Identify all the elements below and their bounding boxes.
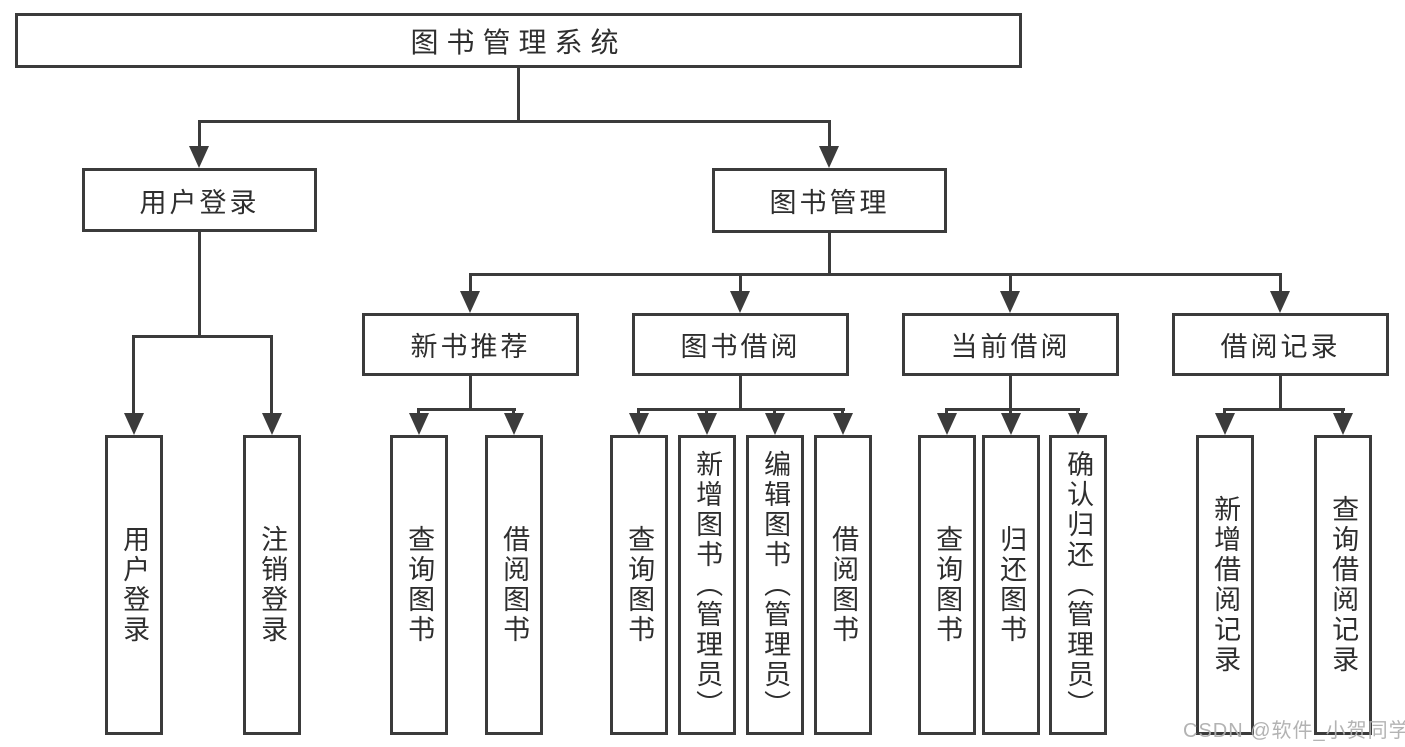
connector-user-login-leaf2-stem xyxy=(270,335,273,413)
connector-records-leaf1-stem xyxy=(1223,408,1226,413)
connector-to-current-stem xyxy=(1009,273,1012,291)
connector-current-leaf2-stem xyxy=(1009,408,1012,413)
connector-recommend-leaf2-stem xyxy=(512,408,515,413)
connector-current-stem xyxy=(1009,376,1012,408)
connector-borrowing-leaf1-stem xyxy=(637,408,640,413)
leaf-records-add-borrow-record: 新增借阅记录 xyxy=(1196,435,1254,735)
arrow-down-borrowing-borrow xyxy=(833,413,853,435)
leaf-records-query-borrow-record: 查询借阅记录 xyxy=(1314,435,1372,735)
arrow-down-book-mgmt xyxy=(819,146,839,168)
connector-recommend-hbar xyxy=(417,408,516,411)
leaf-borrowing-borrow-books: 借阅图书 xyxy=(814,435,872,735)
arrow-down-borrowing-add xyxy=(697,413,717,435)
connector-records-leaf2-stem xyxy=(1341,408,1344,413)
connector-borrowing-leaf4-stem xyxy=(841,408,844,413)
node-borrow-records: 借阅记录 xyxy=(1172,313,1389,376)
arrow-down-records xyxy=(1270,291,1290,313)
leaf-borrowing-query-books: 查询图书 xyxy=(610,435,668,735)
connector-records-hbar xyxy=(1223,408,1345,411)
arrow-down-borrowing xyxy=(730,291,750,313)
node-user-login: 用户登录 xyxy=(82,168,317,232)
leaf-user-login: 用户登录 xyxy=(105,435,163,735)
arrow-down-current-confirm xyxy=(1068,413,1088,435)
connector-root-to-book-mgmt-stem xyxy=(828,120,831,146)
node-root-library-management-system: 图书管理系统 xyxy=(15,13,1022,68)
arrow-down-recommend-borrow xyxy=(504,413,524,435)
node-current-borrowing: 当前借阅 xyxy=(902,313,1119,376)
connector-borrowing-hbar xyxy=(637,408,845,411)
connector-root-hbar xyxy=(199,120,831,123)
connector-book-mgmt-stem xyxy=(828,233,831,273)
connector-root-stem xyxy=(517,68,520,120)
leaf-logout: 注销登录 xyxy=(243,435,301,735)
arrow-down-current-query xyxy=(937,413,957,435)
leaf-recommend-borrow-books: 借阅图书 xyxy=(485,435,543,735)
node-book-management: 图书管理 xyxy=(712,168,947,233)
leaf-current-query-books: 查询图书 xyxy=(918,435,976,735)
arrow-down-records-query xyxy=(1333,413,1353,435)
node-new-book-recommend: 新书推荐 xyxy=(362,313,579,376)
connector-current-leaf1-stem xyxy=(945,408,948,413)
leaf-current-return-books: 归还图书 xyxy=(982,435,1040,735)
connector-to-recommend-stem xyxy=(469,273,472,291)
csdn-watermark: CSDN @软件_小贺同学 xyxy=(1183,720,1405,742)
connector-recommend-leaf1-stem xyxy=(417,408,420,413)
connector-to-records-stem xyxy=(1279,273,1282,291)
connector-user-login-leaf1-stem xyxy=(132,335,135,413)
connector-user-login-stem xyxy=(198,232,201,335)
leaf-borrowing-add-books-admin: 新增图书（管理员） xyxy=(678,435,736,735)
connector-current-leaf3-stem xyxy=(1076,408,1079,413)
arrow-down-records-add xyxy=(1215,413,1235,435)
connector-root-to-user-login-stem xyxy=(198,120,201,146)
arrow-down-leaf-logout xyxy=(262,413,282,435)
arrow-down-recommend xyxy=(460,291,480,313)
connector-borrowing-stem xyxy=(739,376,742,408)
connector-to-borrowing-stem xyxy=(739,273,742,291)
arrow-down-current-return xyxy=(1001,413,1021,435)
arrow-down-current xyxy=(1000,291,1020,313)
arrow-down-borrowing-edit xyxy=(765,413,785,435)
arrow-down-leaf-user-login xyxy=(124,413,144,435)
connector-borrowing-leaf3-stem xyxy=(773,408,776,413)
connector-records-stem xyxy=(1279,376,1282,408)
connector-current-hbar xyxy=(945,408,1080,411)
leaf-current-confirm-return-admin: 确认归还（管理员） xyxy=(1049,435,1107,735)
connector-user-login-hbar xyxy=(132,335,273,338)
connector-recommend-stem xyxy=(469,376,472,408)
leaf-recommend-query-books: 查询图书 xyxy=(390,435,448,735)
arrow-down-borrowing-query xyxy=(629,413,649,435)
connector-book-mgmt-hbar xyxy=(469,273,1282,276)
leaf-borrowing-edit-books-admin: 编辑图书（管理员） xyxy=(746,435,804,735)
arrow-down-user-login xyxy=(189,146,209,168)
connector-borrowing-leaf2-stem xyxy=(705,408,708,413)
arrow-down-recommend-query xyxy=(409,413,429,435)
node-book-borrowing: 图书借阅 xyxy=(632,313,849,376)
